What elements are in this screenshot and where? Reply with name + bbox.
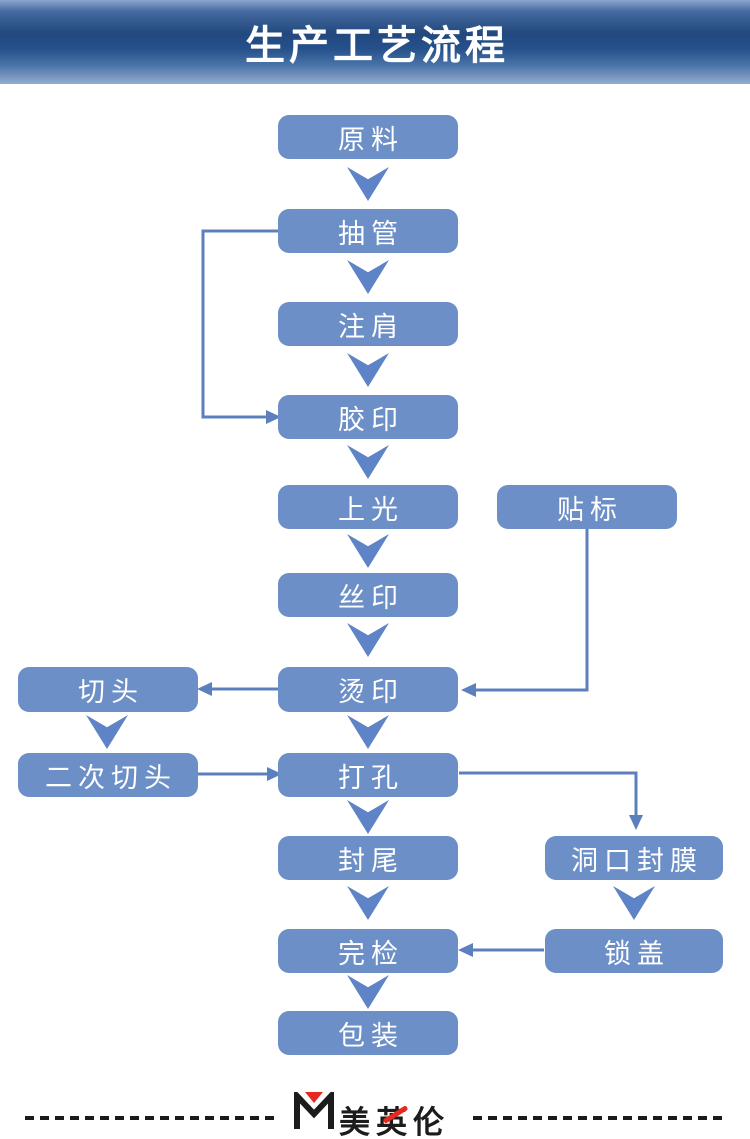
connector-punch-to-holeseal (459, 771, 638, 815)
arrowhead-offset (266, 410, 281, 424)
flow-node-cap-locking: 锁盖 (545, 929, 723, 973)
flow-node-hot-stamping: 烫印 (278, 667, 458, 712)
arrowhead-headcut (197, 682, 212, 696)
flow-node-offset-printing: 胶印 (278, 395, 458, 439)
flow-node-tail-sealing: 封尾 (278, 836, 458, 880)
flow-node-head-cutting: 切头 (18, 667, 198, 712)
flow-node-labeling: 贴标 (497, 485, 677, 529)
brand-name: 美英伦 (339, 1105, 450, 1139)
page-title: 生产工艺流程 (245, 22, 509, 69)
flow-node-raw-material: 原料 (278, 115, 458, 159)
flow-node-final-inspection: 完检 (278, 929, 458, 973)
footer-dashed-line-right (473, 1116, 725, 1120)
flow-node-shoulder-injection: 注肩 (278, 302, 458, 346)
footer-dashed-line-left (25, 1116, 278, 1120)
header-banner: 生产工艺流程 (0, 0, 750, 84)
flow-node-packaging: 包装 (278, 1011, 458, 1055)
flow-node-glazing: 上光 (278, 485, 458, 529)
arrowhead-inspect (458, 943, 473, 957)
arrowhead-punch (267, 767, 282, 781)
flow-node-second-head-cutting: 二次切头 (18, 753, 198, 797)
flow-node-hole-sealing-film: 洞口封膜 (545, 836, 723, 880)
flow-node-tube-extrusion: 抽管 (278, 209, 458, 253)
connector-tube-to-offset (201, 229, 281, 419)
arrowhead-hotstamp (461, 683, 476, 697)
flow-node-silk-screen-printing: 丝印 (278, 573, 458, 617)
arrowhead-holeseal (629, 815, 643, 830)
flow-node-punching: 打孔 (278, 753, 458, 797)
brand-m-logo-icon (294, 1092, 334, 1129)
connector-labeling-to-hotstamp (476, 528, 589, 692)
